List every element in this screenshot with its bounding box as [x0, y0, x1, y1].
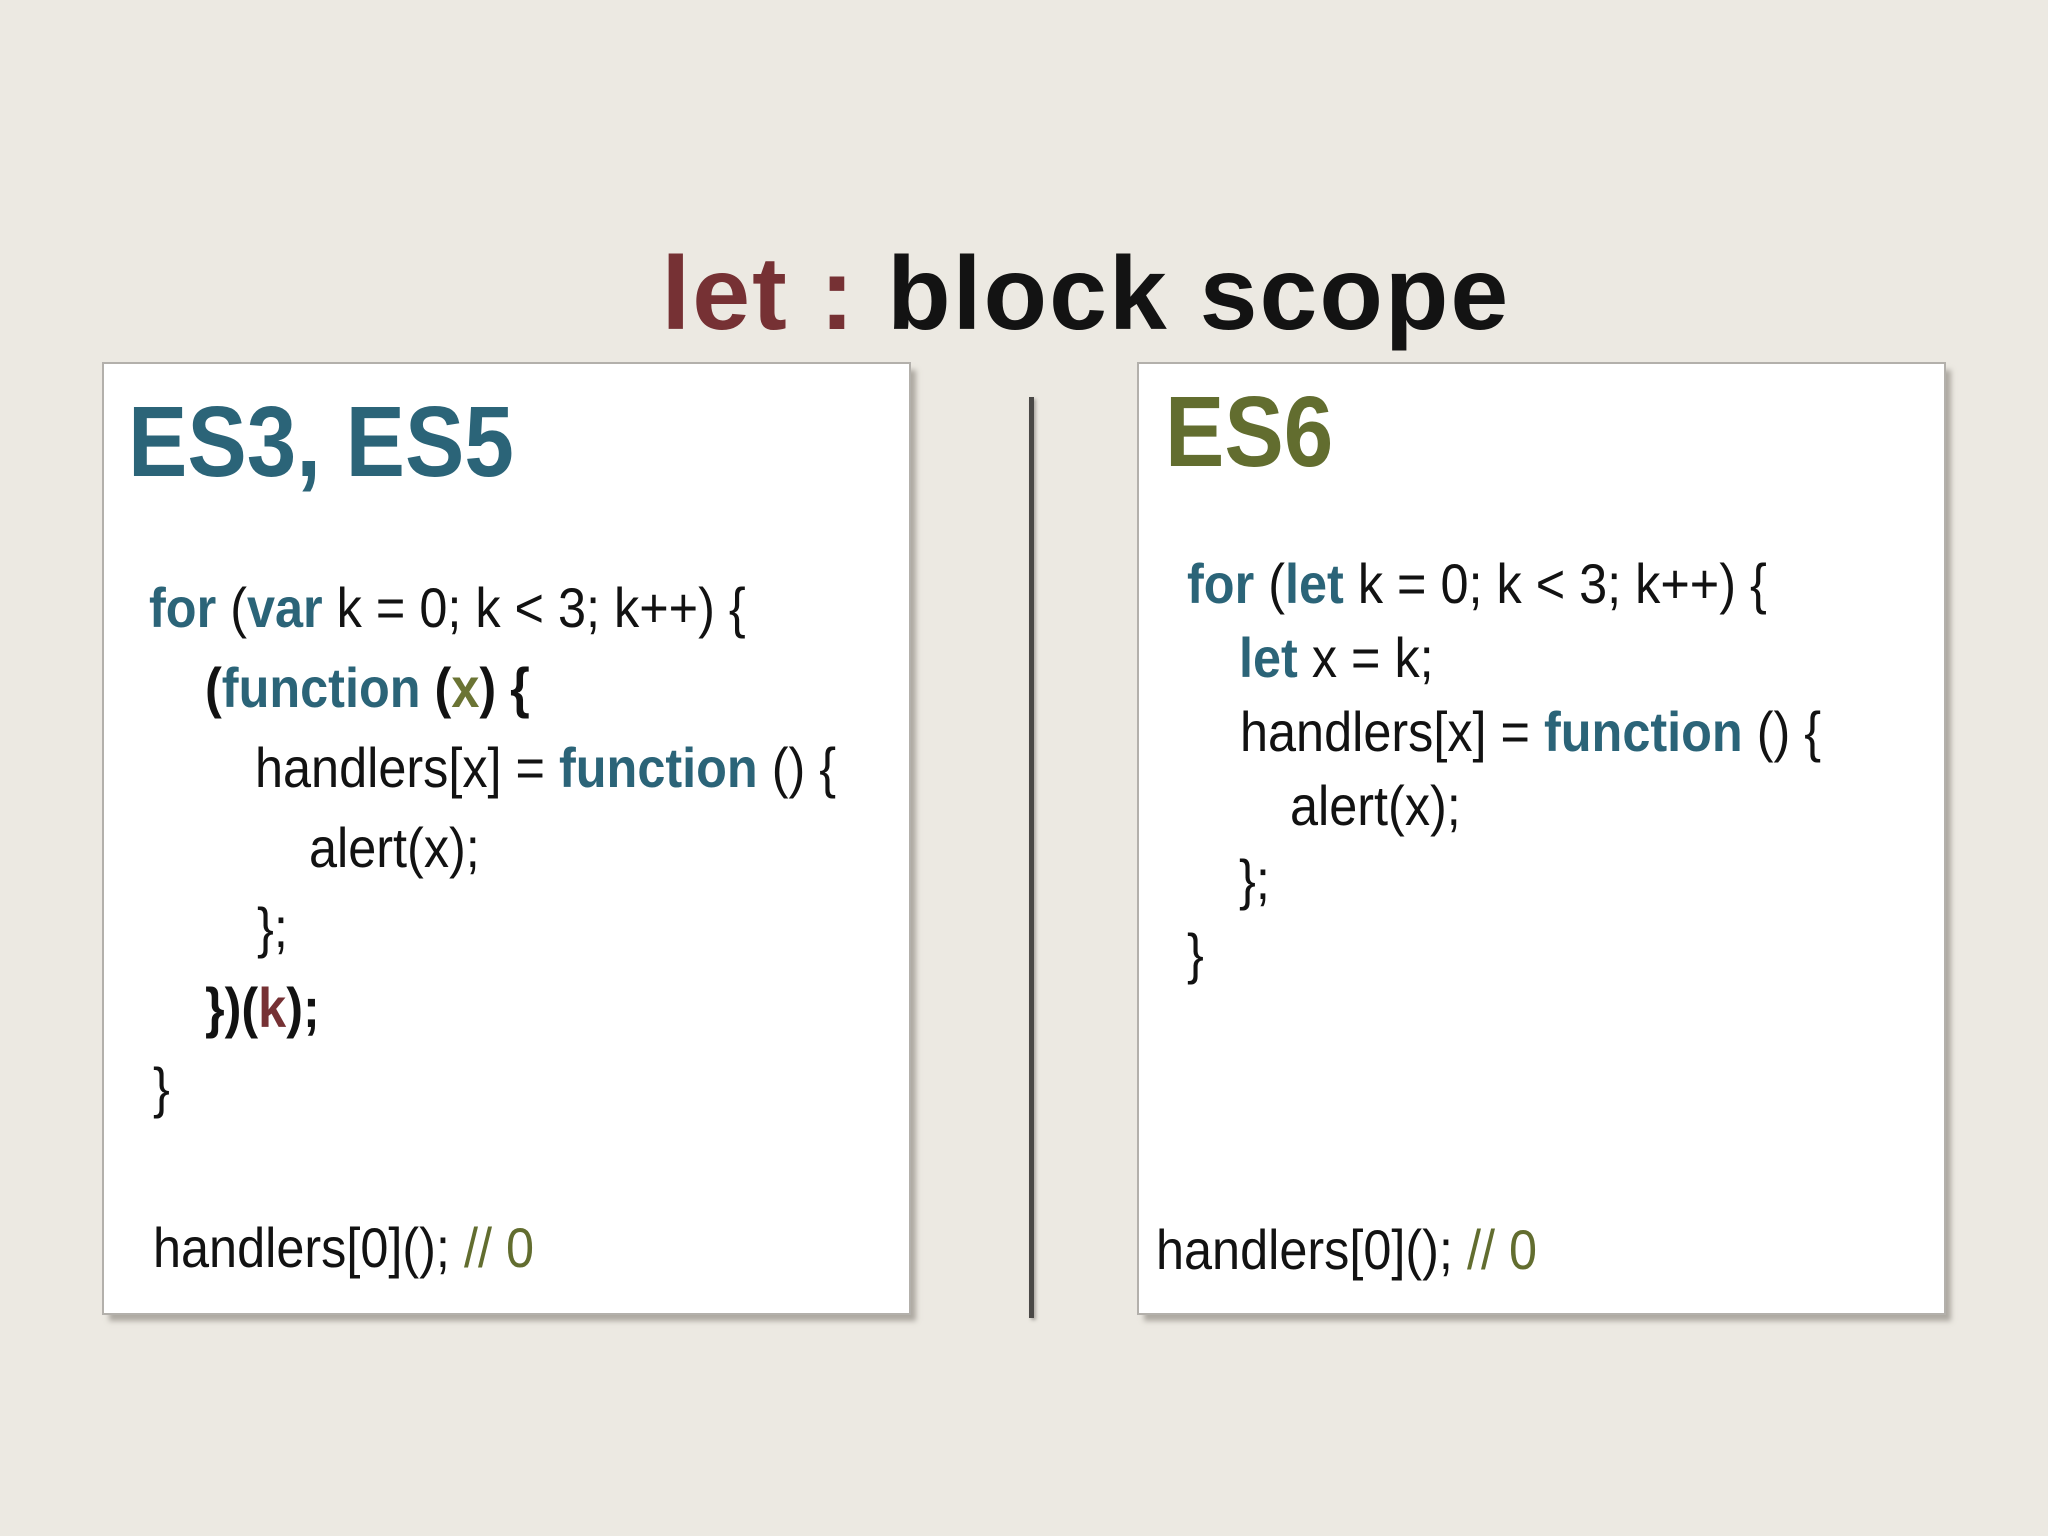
- code-segment-plain: () {: [757, 736, 837, 799]
- code-line-text: }: [153, 1048, 170, 1128]
- panel-heading-es3-es5: ES3, ES5: [128, 386, 514, 498]
- code-line: [153, 1128, 909, 1208]
- code-line: }: [1187, 917, 1944, 991]
- title-rest: block scope: [887, 236, 1511, 352]
- code-line: alert(x);: [1290, 769, 1944, 843]
- code-line: [1187, 1065, 1944, 1139]
- code-panel-es3-es5: ES3, ES5 for (var k = 0; k < 3; k++) {(f…: [102, 362, 911, 1315]
- code-line-text: alert(x);: [309, 808, 480, 888]
- code-line: handlers[x] = function () {: [1240, 695, 1944, 769]
- code-segment-plain: };: [257, 896, 288, 959]
- code-line-text: handlers[x] = function () {: [1240, 695, 1821, 769]
- code-segment-plain: handlers[x] =: [1240, 700, 1544, 763]
- code-line: handlers[0](); // 0: [153, 1208, 909, 1288]
- code-segment-plain: handlers[0]();: [153, 1216, 464, 1279]
- code-line: (function (x) {: [205, 648, 909, 728]
- code-segment-var-maroon: k: [258, 976, 287, 1039]
- code-segment-plain: handlers[0]();: [1156, 1218, 1467, 1281]
- code-line: for (var k = 0; k < 3; k++) {: [149, 568, 909, 648]
- code-segment-bold: (: [420, 656, 452, 719]
- title-keyword: let :: [661, 236, 888, 352]
- code-segment-plain: x = k;: [1297, 626, 1434, 689]
- code-segment-bold: (: [205, 656, 222, 719]
- code-line-text: for (let k = 0; k < 3; k++) {: [1187, 547, 1767, 621]
- code-segment-keyword: var: [246, 576, 323, 639]
- code-block-es6: for (let k = 0; k < 3; k++) {let x = k;h…: [1139, 547, 1944, 1287]
- code-line-text: };: [257, 888, 288, 968]
- code-segment-plain: }: [153, 1056, 170, 1119]
- code-segment-bold: })(: [205, 976, 259, 1039]
- code-segment-plain: }: [1187, 922, 1204, 985]
- code-line: for (let k = 0; k < 3; k++) {: [1187, 547, 1944, 621]
- code-segment-plain: };: [1239, 848, 1270, 911]
- code-line: [1187, 991, 1944, 1065]
- code-line-text: (function (x) {: [205, 648, 530, 728]
- code-segment-plain: k = 0; k < 3; k++) {: [1343, 552, 1767, 615]
- code-line: [1187, 1139, 1944, 1213]
- code-line-text: })(k);: [205, 968, 320, 1048]
- code-line-text: handlers[0](); // 0: [1156, 1213, 1537, 1287]
- code-segment-bold: );: [286, 976, 320, 1039]
- panel-heading-es6: ES6: [1165, 376, 1334, 488]
- code-segment-var-olive: x: [451, 656, 480, 719]
- code-line: })(k);: [205, 968, 909, 1048]
- code-segment-keyword: for: [1187, 552, 1255, 615]
- code-panel-es6: ES6 for (let k = 0; k < 3; k++) {let x =…: [1137, 362, 1946, 1315]
- code-line: let x = k;: [1239, 621, 1944, 695]
- code-segment-comment: // 0: [463, 1216, 534, 1279]
- code-line-text: }: [1187, 917, 1204, 991]
- code-block-es3-es5: for (var k = 0; k < 3; k++) {(function (…: [104, 568, 909, 1288]
- code-segment-plain: k = 0; k < 3; k++) {: [322, 576, 746, 639]
- code-segment-plain: () {: [1742, 700, 1822, 763]
- code-line-text: };: [1239, 843, 1270, 917]
- code-segment-keyword: function: [1543, 700, 1743, 763]
- code-line-text: alert(x);: [1290, 769, 1461, 843]
- code-line: };: [257, 888, 909, 968]
- code-segment-plain: (: [1254, 552, 1285, 615]
- code-segment-bold: ) {: [479, 656, 530, 719]
- code-line-text: let x = k;: [1239, 621, 1434, 695]
- code-segment-keyword: let: [1239, 626, 1298, 689]
- code-segment-plain: handlers[x] =: [255, 736, 559, 799]
- vertical-divider: [1029, 397, 1034, 1318]
- code-segment-keyword: function: [558, 736, 758, 799]
- code-segment-comment: // 0: [1466, 1218, 1537, 1281]
- code-segment-keyword: function: [221, 656, 421, 719]
- code-line-text: for (var k = 0; k < 3; k++) {: [149, 568, 746, 648]
- code-line: alert(x);: [309, 808, 909, 888]
- code-line: }: [153, 1048, 909, 1128]
- code-line: handlers[0](); // 0: [1156, 1213, 1944, 1287]
- code-segment-keyword: for: [149, 576, 217, 639]
- code-segment-plain: (: [216, 576, 247, 639]
- code-line-text: handlers[0](); // 0: [153, 1208, 534, 1288]
- code-segment-plain: alert(x);: [309, 816, 480, 879]
- code-segment-plain: alert(x);: [1290, 774, 1461, 837]
- slide-title: let : block scope: [0, 138, 2048, 450]
- code-line: };: [1239, 843, 1944, 917]
- code-segment-keyword: let: [1284, 552, 1344, 615]
- code-line: handlers[x] = function () {: [255, 728, 909, 808]
- code-line-text: handlers[x] = function () {: [255, 728, 836, 808]
